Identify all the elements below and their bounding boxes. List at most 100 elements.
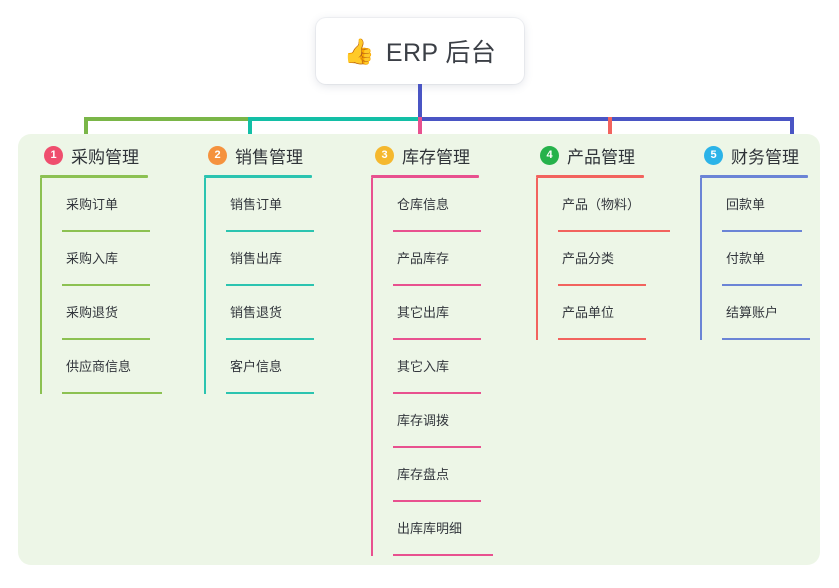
branch-header-3[interactable]: 3 库存管理 <box>371 140 479 170</box>
root-stem-line <box>418 84 422 121</box>
branch-number-badge: 2 <box>208 145 227 165</box>
leaf-item-label: 销售出库 <box>230 251 283 266</box>
leaf-item-label: 采购订单 <box>66 197 119 212</box>
leaf-item-label: 库存调拨 <box>397 413 450 428</box>
leaf-item-label: 采购入库 <box>66 251 119 266</box>
branch-column-4: 4 产品管理产品（物料） 产品分类产品单位 <box>536 140 670 340</box>
leaf-item-underline <box>393 392 481 394</box>
leaf-item-underline <box>558 338 646 340</box>
leaf-item-label: 客户信息 <box>230 359 283 374</box>
leaf-item[interactable]: 出库库明细 <box>393 502 493 556</box>
branch-items: 仓库信息产品库存其它出库其它入库库存调拨库存盘点出库库明细 <box>371 178 493 556</box>
leaf-item[interactable]: 库存调拨 <box>393 394 481 448</box>
leaf-item[interactable]: 产品分类 <box>558 232 646 286</box>
bus-segment-3 <box>418 117 794 121</box>
leaf-item-underline <box>393 446 481 448</box>
branch-title: 库存管理 <box>402 147 470 167</box>
branch-items: 采购订单采购入库采购退货供应商信息 <box>40 178 162 394</box>
branches-panel <box>18 134 820 565</box>
leaf-item-underline <box>393 500 481 502</box>
leaf-item[interactable]: 客户信息 <box>226 340 314 394</box>
branch-column-2: 2 销售管理销售订单销售出库销售退货客户信息 <box>204 140 314 394</box>
branch-spine-line <box>204 178 206 394</box>
branch-items: 产品（物料） 产品分类产品单位 <box>536 178 670 340</box>
branch-underline <box>371 175 479 178</box>
branch-underline <box>700 175 808 178</box>
leaf-item[interactable]: 销售退货 <box>226 286 314 340</box>
leaf-item-underline <box>62 338 150 340</box>
leaf-item[interactable]: 付款单 <box>722 232 808 286</box>
leaf-item-label: 销售订单 <box>230 197 283 212</box>
bus-segment-2 <box>248 117 422 121</box>
leaf-item-label: 其它出库 <box>397 305 450 320</box>
branch-number-badge: 3 <box>375 145 394 165</box>
thumbs-up-icon: 👍 <box>343 36 375 66</box>
leaf-item[interactable]: 结算账户 <box>722 286 810 340</box>
branch-spine-line <box>700 178 702 340</box>
leaf-item-label: 产品库存 <box>397 251 450 266</box>
leaf-item[interactable]: 销售出库 <box>226 232 314 286</box>
leaf-item[interactable]: 库存盘点 <box>393 448 481 502</box>
leaf-item-label: 回款单 <box>726 197 766 212</box>
branch-title: 产品管理 <box>567 147 635 167</box>
leaf-item-underline <box>393 338 481 340</box>
branch-title: 销售管理 <box>235 147 303 167</box>
bus-segment-1 <box>84 117 252 121</box>
leaf-item[interactable]: 采购订单 <box>62 178 150 232</box>
branch-column-3: 3 库存管理仓库信息产品库存其它出库其它入库库存调拨库存盘点出库库明细 <box>371 140 493 556</box>
branch-items: 销售订单销售出库销售退货客户信息 <box>204 178 314 394</box>
leaf-item-underline <box>393 284 481 286</box>
branch-drop-line-1 <box>84 117 88 140</box>
leaf-item-underline <box>226 284 314 286</box>
leaf-item[interactable]: 产品单位 <box>558 286 646 340</box>
branch-underline <box>40 175 148 178</box>
leaf-item-label: 采购退货 <box>66 305 119 320</box>
leaf-item-label: 供应商信息 <box>66 359 132 374</box>
leaf-item-label: 产品（物料） <box>562 197 641 212</box>
leaf-item-underline <box>62 284 150 286</box>
leaf-item-label: 出库库明细 <box>397 521 463 536</box>
branch-spine-line <box>371 178 373 556</box>
leaf-item[interactable]: 其它出库 <box>393 286 481 340</box>
leaf-item-underline <box>722 230 802 232</box>
branch-title: 财务管理 <box>731 147 799 167</box>
branch-drop-line-4 <box>608 117 612 140</box>
leaf-item-underline <box>226 392 314 394</box>
leaf-item-label: 产品单位 <box>562 305 615 320</box>
leaf-item-label: 结算账户 <box>726 305 779 320</box>
branch-number-badge: 4 <box>540 145 559 165</box>
leaf-item[interactable]: 采购入库 <box>62 232 150 286</box>
leaf-item-label: 产品分类 <box>562 251 615 266</box>
leaf-item[interactable]: 产品库存 <box>393 232 481 286</box>
leaf-item[interactable]: 仓库信息 <box>393 178 481 232</box>
leaf-item-underline <box>226 230 314 232</box>
leaf-item[interactable]: 回款单 <box>722 178 808 232</box>
branch-drop-line-5 <box>790 117 794 140</box>
leaf-item-label: 仓库信息 <box>397 197 450 212</box>
leaf-item[interactable]: 其它入库 <box>393 340 481 394</box>
branch-underline <box>536 175 644 178</box>
root-node-title: ERP 后台 <box>385 39 497 67</box>
leaf-item-label: 库存盘点 <box>397 467 450 482</box>
leaf-item[interactable]: 供应商信息 <box>62 340 162 394</box>
leaf-item[interactable]: 采购退货 <box>62 286 150 340</box>
branch-spine-line <box>40 178 42 394</box>
leaf-item-underline <box>722 284 802 286</box>
branch-drop-line-2 <box>248 117 252 140</box>
branch-spine-line <box>536 178 538 340</box>
leaf-item[interactable]: 销售订单 <box>226 178 314 232</box>
branch-items: 回款单付款单结算账户 <box>700 178 810 340</box>
branch-underline <box>204 175 312 178</box>
branch-header-4[interactable]: 4 产品管理 <box>536 140 644 170</box>
leaf-item-underline <box>722 338 810 340</box>
leaf-item-underline <box>62 230 150 232</box>
leaf-item[interactable]: 产品（物料） <box>558 178 670 232</box>
leaf-item-underline <box>558 230 670 232</box>
branch-header-2[interactable]: 2 销售管理 <box>204 140 312 170</box>
leaf-item-underline <box>558 284 646 286</box>
root-node[interactable]: 👍 ERP 后台 <box>316 18 524 84</box>
